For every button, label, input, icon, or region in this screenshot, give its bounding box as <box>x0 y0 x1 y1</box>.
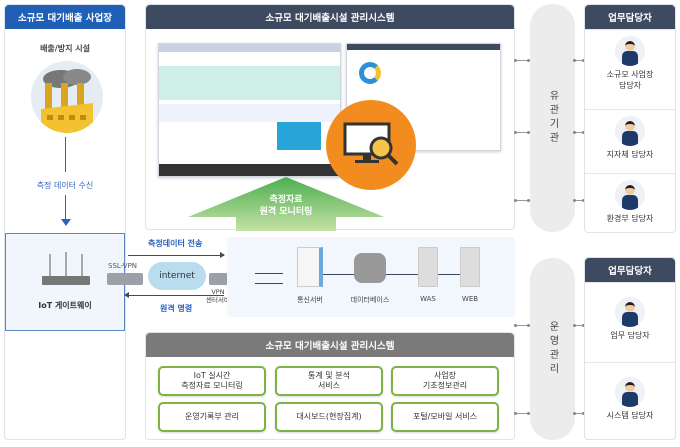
monitoring-arrow <box>188 177 384 231</box>
person-icon <box>615 36 645 66</box>
arrow-left-icon <box>124 292 129 298</box>
vpn-line1: VPN <box>211 288 225 296</box>
internet-cloud: internet <box>148 262 206 290</box>
service-operation-log[interactable]: 운영기록부 관리 <box>158 402 266 432</box>
server-was: WAS <box>411 247 445 303</box>
monitor-line1: 측정자료 <box>269 195 303 205</box>
arrow-down-icon <box>61 219 71 226</box>
server-comm: 통신서버 <box>293 247 327 305</box>
server-web: WEB <box>453 247 487 303</box>
person-icon <box>615 297 645 327</box>
person-business: 업무 담당자 <box>585 282 675 362</box>
site-panel: 소규모 대기배출 사업장 배출/방지 시설 측정 데이터 수신 IoT 게이트웨… <box>4 4 126 440</box>
server-db: 데이터베이스 <box>345 253 395 305</box>
monitoring-icon <box>326 100 416 190</box>
ssl-vpn-device <box>107 273 143 285</box>
router-icon <box>42 252 90 285</box>
group-operation: 운영관리 <box>530 258 575 440</box>
monitor-line2: 원격 모니터링 <box>259 206 313 217</box>
server-panel: 통신서버 데이터베이스 WAS WEB <box>227 237 515 317</box>
site-title: 소규모 대기배출 사업장 <box>5 5 125 29</box>
person-local-gov: 지자체 담당자 <box>585 109 675 173</box>
gateway-box: IoT 게이트웨이 <box>5 233 125 331</box>
arrow-right-icon <box>220 252 225 258</box>
system-bottom-panel: 소규모 대기배출시설 관리시스템 IoT 실시간 측정자료 모니터링 통계 및 … <box>145 332 515 440</box>
staff-panel-1: 업무담당자 소규모 사업장 담당자 지자체 담당자 환경부 담당자 <box>584 4 676 233</box>
service-site-info[interactable]: 사업장 기초정보관리 <box>391 366 499 396</box>
person-ministry: 환경부 담당자 <box>585 173 675 233</box>
person-system: 시스템 담당자 <box>585 362 675 440</box>
staff-panel-2: 업무담당자 업무 담당자 시스템 담당자 <box>584 257 676 440</box>
service-portal-mobile[interactable]: 포털/모바일 서비스 <box>391 402 499 432</box>
gateway-label: IoT 게이트웨이 <box>38 301 92 310</box>
person-icon <box>615 116 645 146</box>
ssl-vpn-label: SSL-VPN <box>108 262 138 270</box>
receive-label: 측정 데이터 수신 <box>36 181 94 190</box>
service-dashboard[interactable]: 대시보드(현장집계) <box>275 402 383 432</box>
send-label: 측정데이터 전송 <box>148 239 203 248</box>
factory-icon <box>31 61 103 133</box>
command-label: 원격 명령 <box>160 304 193 313</box>
group-related-agencies: 유관기관 <box>530 4 575 232</box>
staff-panel-2-title: 업무담당자 <box>585 258 675 282</box>
vpn-line2: 센터서버 <box>206 295 230 304</box>
person-site-manager: 소규모 사업장 담당자 <box>585 29 675 109</box>
staff-panel-1-title: 업무담당자 <box>585 5 675 29</box>
service-statistics[interactable]: 통계 및 분석 서비스 <box>275 366 383 396</box>
facility-label: 배출/방지 시설 <box>40 44 90 53</box>
service-iot-monitoring[interactable]: IoT 실시간 측정자료 모니터링 <box>158 366 266 396</box>
system-top-panel: 소규모 대기배출시설 관리시스템 측정자료 원격 모니터링 <box>145 4 515 231</box>
portal-screenshot <box>158 43 341 177</box>
system-bottom-title: 소규모 대기배출시설 관리시스템 <box>146 333 514 357</box>
system-top-title: 소규모 대기배출시설 관리시스템 <box>146 5 514 29</box>
person-icon <box>615 377 645 407</box>
person-icon <box>615 180 645 210</box>
